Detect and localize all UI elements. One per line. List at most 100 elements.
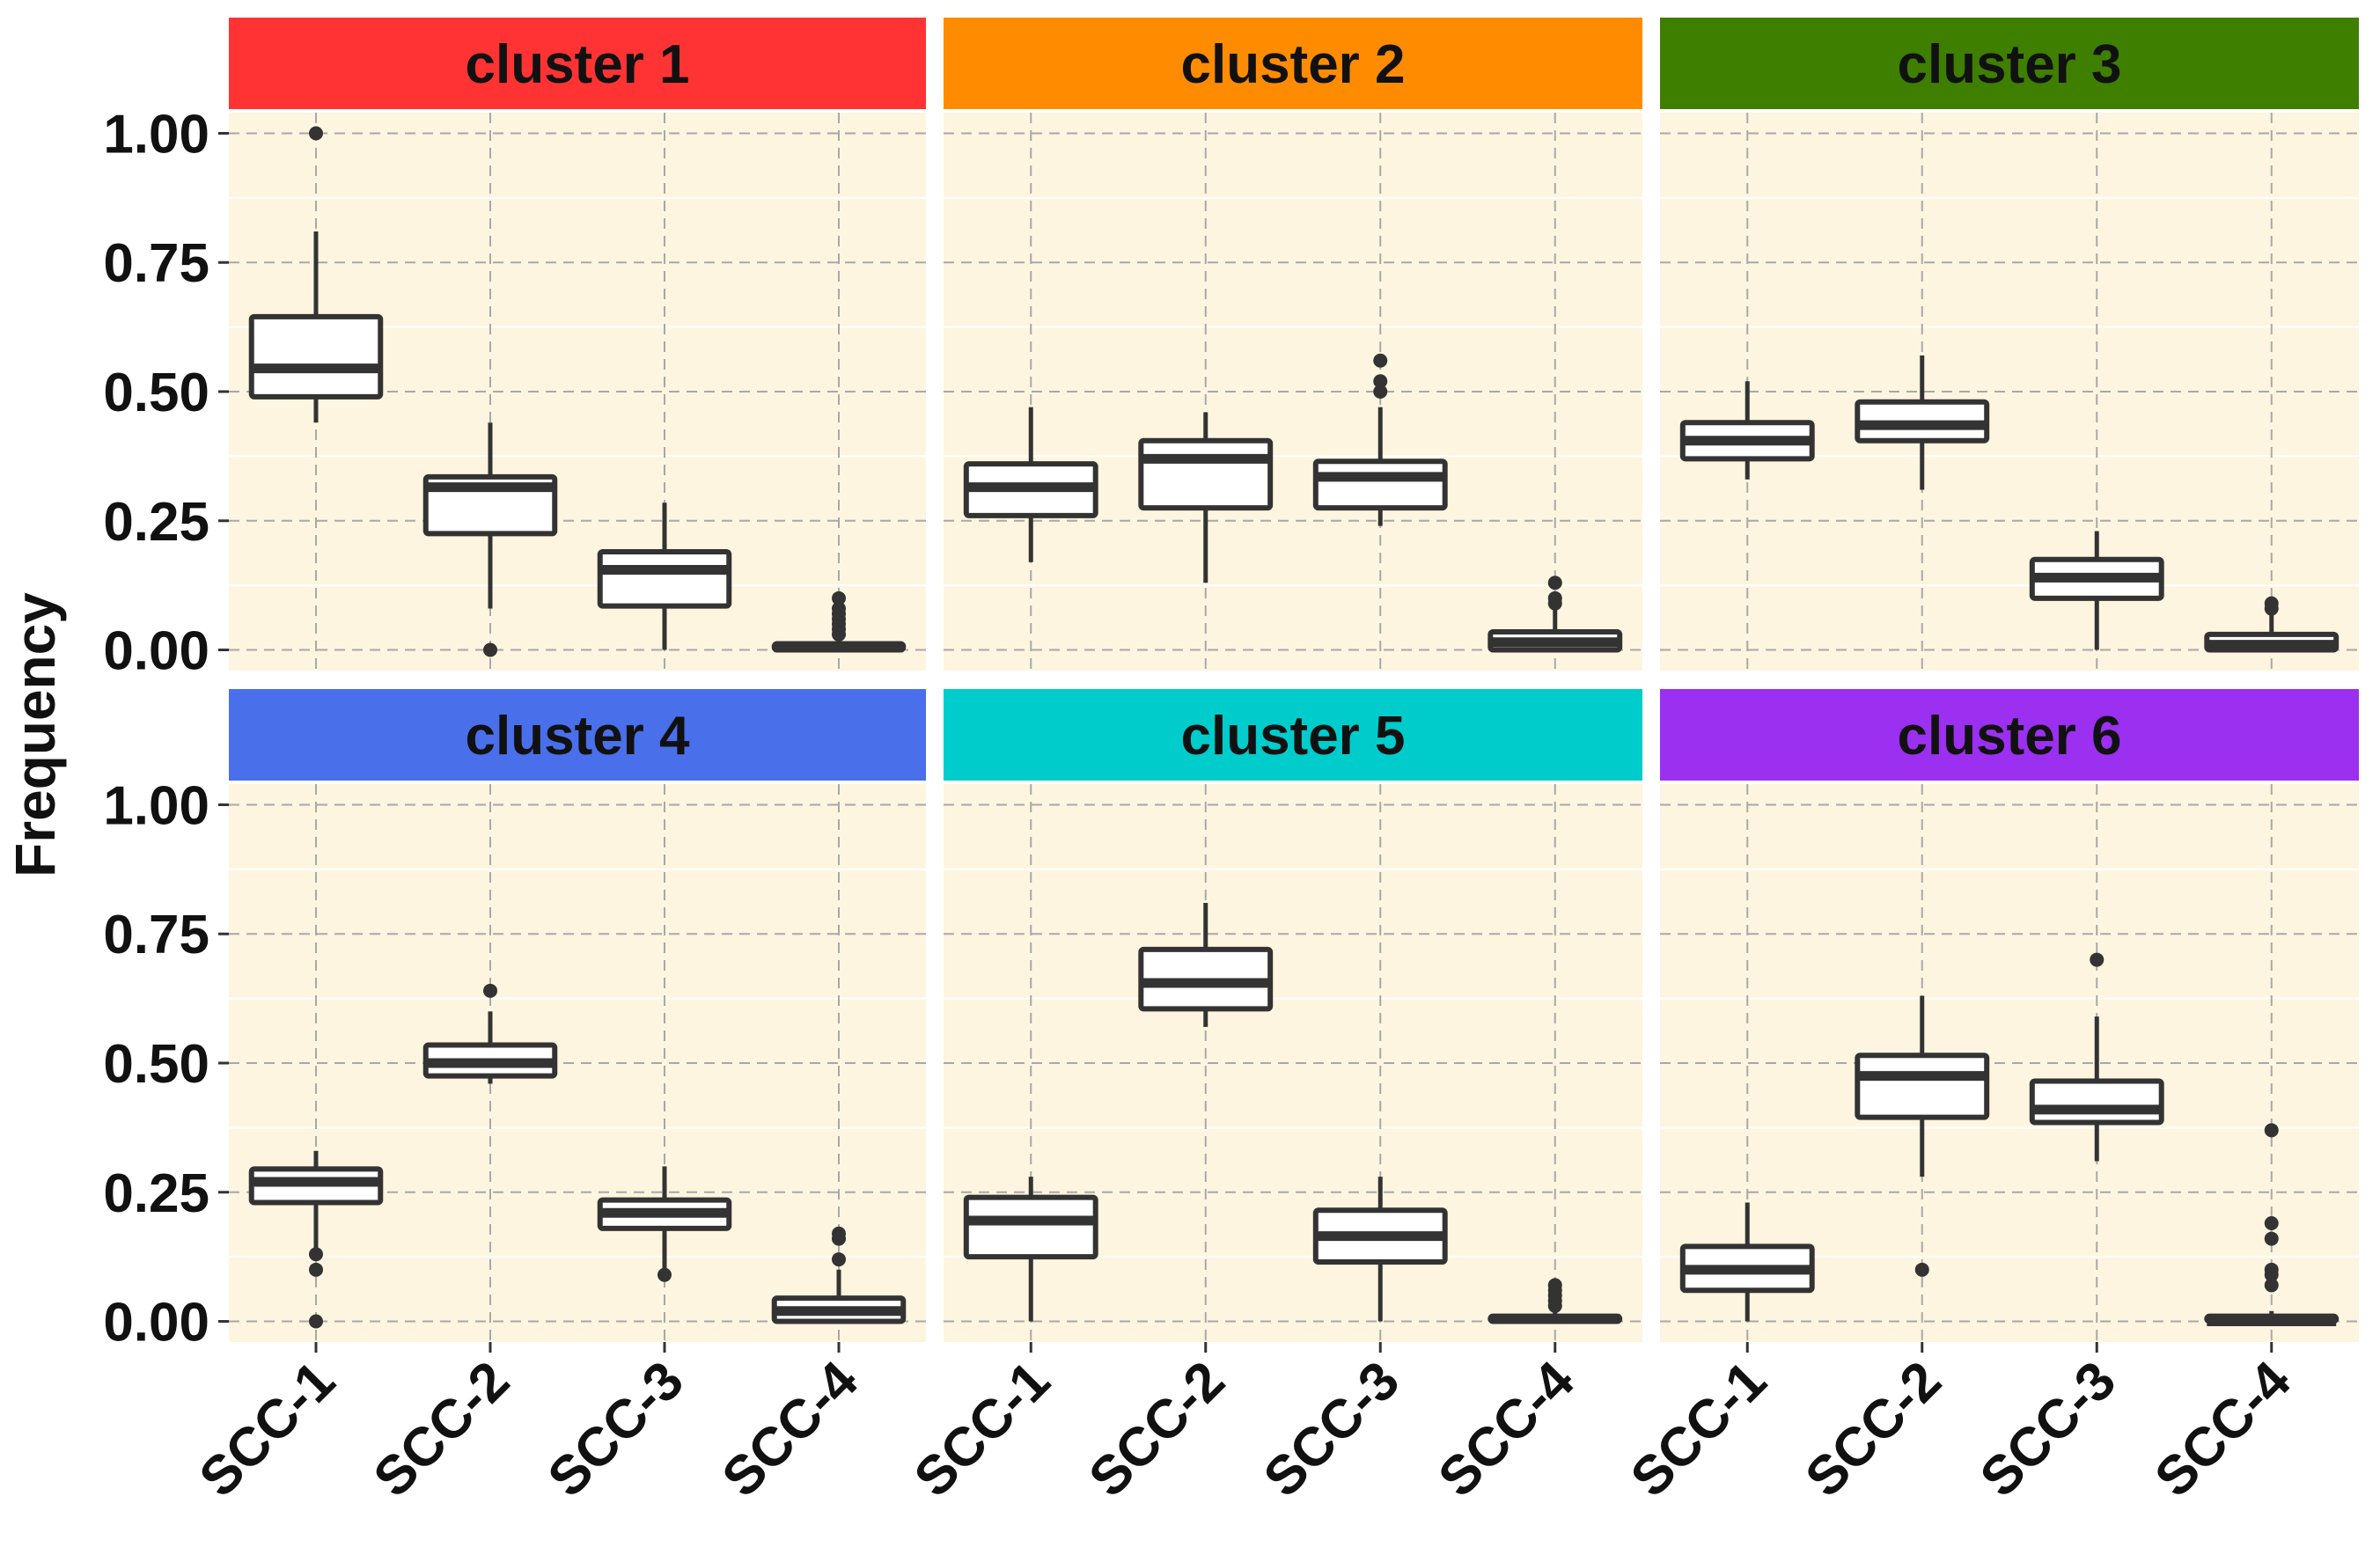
box-scc-4: [1488, 576, 1623, 653]
x-tick-label: SCC-3: [1252, 1350, 1411, 1508]
strip-label: cluster 2: [1180, 34, 1405, 95]
outlier-point: [1373, 385, 1388, 399]
strip-cluster-2: [944, 18, 1642, 109]
box-iqr: [1312, 458, 1448, 511]
box-scc-2: [1855, 995, 1990, 1277]
box-iqr: [1138, 437, 1274, 511]
box-scc-4: [771, 1226, 907, 1324]
outlier-point: [832, 1226, 846, 1241]
outlier-point: [309, 126, 323, 141]
box-scc-3: [597, 1166, 732, 1282]
box-scc-1: [1679, 381, 1815, 480]
outlier-point: [309, 1247, 323, 1262]
outlier-point: [309, 1262, 323, 1277]
box-scc-1: [963, 1177, 1098, 1322]
outlier-point: [2264, 1231, 2279, 1246]
box-scc-2: [422, 422, 558, 657]
y-tick-label: 1.00: [103, 775, 209, 836]
strip-label: cluster 5: [1180, 706, 1405, 766]
y-tick-label: 0.75: [103, 905, 209, 965]
y-axis-title: Frequency: [4, 592, 67, 877]
outlier-point: [832, 1252, 846, 1267]
outlier-point: [2264, 1123, 2279, 1138]
strip-cluster-5: [944, 689, 1642, 781]
strip-cluster-6: [1660, 689, 2359, 781]
outlier-point: [1914, 1262, 1929, 1277]
x-tick-label: SCC-4: [711, 1350, 870, 1509]
x-tick-label: SCC-4: [2143, 1350, 2303, 1509]
panel-cluster-3: cluster 3: [1660, 18, 2359, 671]
outlier-point: [483, 642, 497, 657]
x-tick-label: SCC-3: [537, 1350, 695, 1508]
y-tick-label: 0.25: [103, 1163, 209, 1224]
strip-cluster-4: [229, 689, 926, 781]
box-scc-2: [1138, 903, 1274, 1027]
x-tick-label: SCC-1: [188, 1350, 347, 1508]
box-scc-1: [248, 1150, 384, 1329]
y-tick-label: 0.75: [103, 233, 209, 294]
outlier-point: [309, 1314, 323, 1329]
panel-cluster-1: cluster 1 0.00 0.25 0.50 0.75 1.00: [103, 18, 926, 682]
strip-label: cluster 4: [465, 706, 690, 766]
box-scc-3: [1312, 1177, 1448, 1322]
outlier-point: [2264, 596, 2279, 611]
outlier-point: [832, 590, 846, 605]
outlier-point: [832, 601, 846, 616]
outlier-point: [1373, 374, 1388, 389]
panel-background: [944, 113, 1642, 671]
x-tick-label: SCC-2: [1794, 1350, 1952, 1508]
strip-label: cluster 1: [465, 34, 689, 95]
panel-background: [229, 784, 926, 1342]
outlier-point: [1547, 576, 1562, 590]
outlier-point: [2264, 1278, 2279, 1293]
box-scc-4: [771, 590, 907, 653]
strip-cluster-1: [229, 18, 926, 109]
x-tick-label: SCC-1: [903, 1350, 1061, 1508]
y-tick-label: 0.00: [103, 621, 209, 682]
outlier-point: [2090, 952, 2105, 967]
box-scc-3: [597, 502, 732, 650]
strip-label: cluster 6: [1897, 706, 2121, 766]
box-scc-1: [248, 126, 384, 423]
box-scc-2: [422, 983, 558, 1084]
y-tick-label: 0.50: [103, 1034, 209, 1095]
x-tick-label: SCC-4: [1427, 1350, 1586, 1509]
y-tick-label: 0.00: [103, 1293, 209, 1353]
box-scc-1: [1679, 1202, 1815, 1322]
outlier-point: [1547, 590, 1562, 605]
outlier-point: [2264, 1262, 2279, 1277]
x-tick-label: SCC-2: [1077, 1350, 1236, 1508]
box-iqr: [597, 548, 732, 609]
outlier-point: [2264, 1215, 2279, 1230]
box-iqr: [1855, 1053, 1990, 1120]
outlier-point: [483, 983, 497, 998]
box-scc-3: [2029, 952, 2164, 1162]
y-tick-label: 0.25: [103, 492, 209, 553]
box-scc-1: [963, 407, 1098, 562]
box-scc-2: [1855, 355, 1990, 490]
box-scc-2: [1138, 412, 1274, 583]
strip-cluster-3: [1660, 18, 2359, 109]
box-scc-4: [2204, 1123, 2340, 1327]
y-tick-label: 0.50: [103, 363, 209, 423]
box-iqr: [2029, 1078, 2164, 1126]
outlier-point: [1373, 353, 1388, 368]
y-tick-label: 1.00: [103, 104, 209, 165]
box-iqr: [963, 1194, 1098, 1260]
panel-cluster-2: cluster 2: [944, 18, 1642, 671]
box-iqr: [248, 313, 384, 400]
strip-label: cluster 3: [1897, 34, 2121, 95]
outlier-point: [657, 1267, 672, 1282]
x-tick-label: SCC-1: [1620, 1350, 1778, 1508]
box-scc-3: [1312, 353, 1448, 526]
outlier-point: [1547, 1278, 1562, 1293]
box-scc-3: [2029, 531, 2164, 650]
box-scc-4: [2204, 596, 2340, 653]
x-tick-label: SCC-2: [363, 1350, 521, 1508]
x-tick-label: SCC-3: [1969, 1350, 2127, 1508]
panel-background: [1660, 113, 2359, 671]
